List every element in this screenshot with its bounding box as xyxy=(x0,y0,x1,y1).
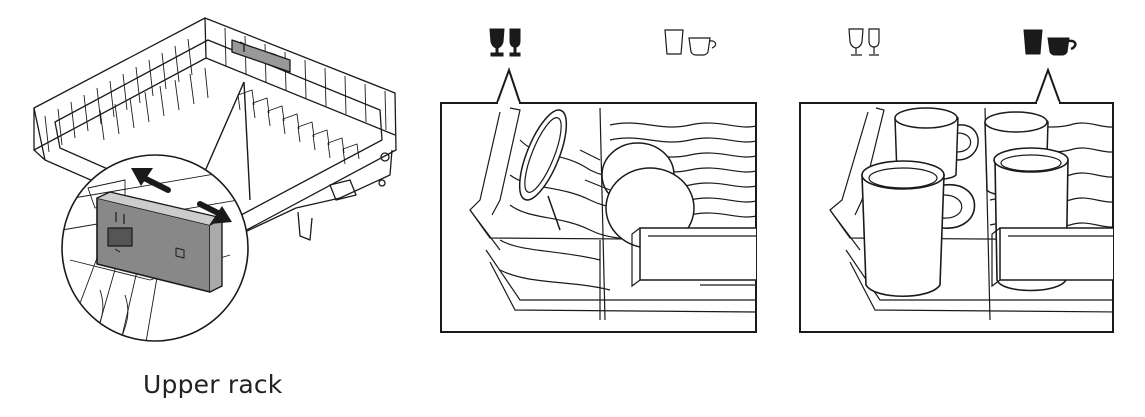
caption-upper-rack: Upper rack xyxy=(143,370,283,399)
wine-glasses-filled-icon xyxy=(489,28,521,57)
cup-mug-outline-icon xyxy=(664,29,717,56)
rack-illustration xyxy=(33,17,397,342)
panel-mugs xyxy=(799,28,1114,333)
cup-mug-filled-icon xyxy=(1023,29,1077,56)
panel-glasses xyxy=(440,28,757,333)
arrow-right-icon xyxy=(197,201,232,224)
arrow-left-icon xyxy=(131,168,171,193)
wine-glasses-outline-icon xyxy=(848,28,880,56)
